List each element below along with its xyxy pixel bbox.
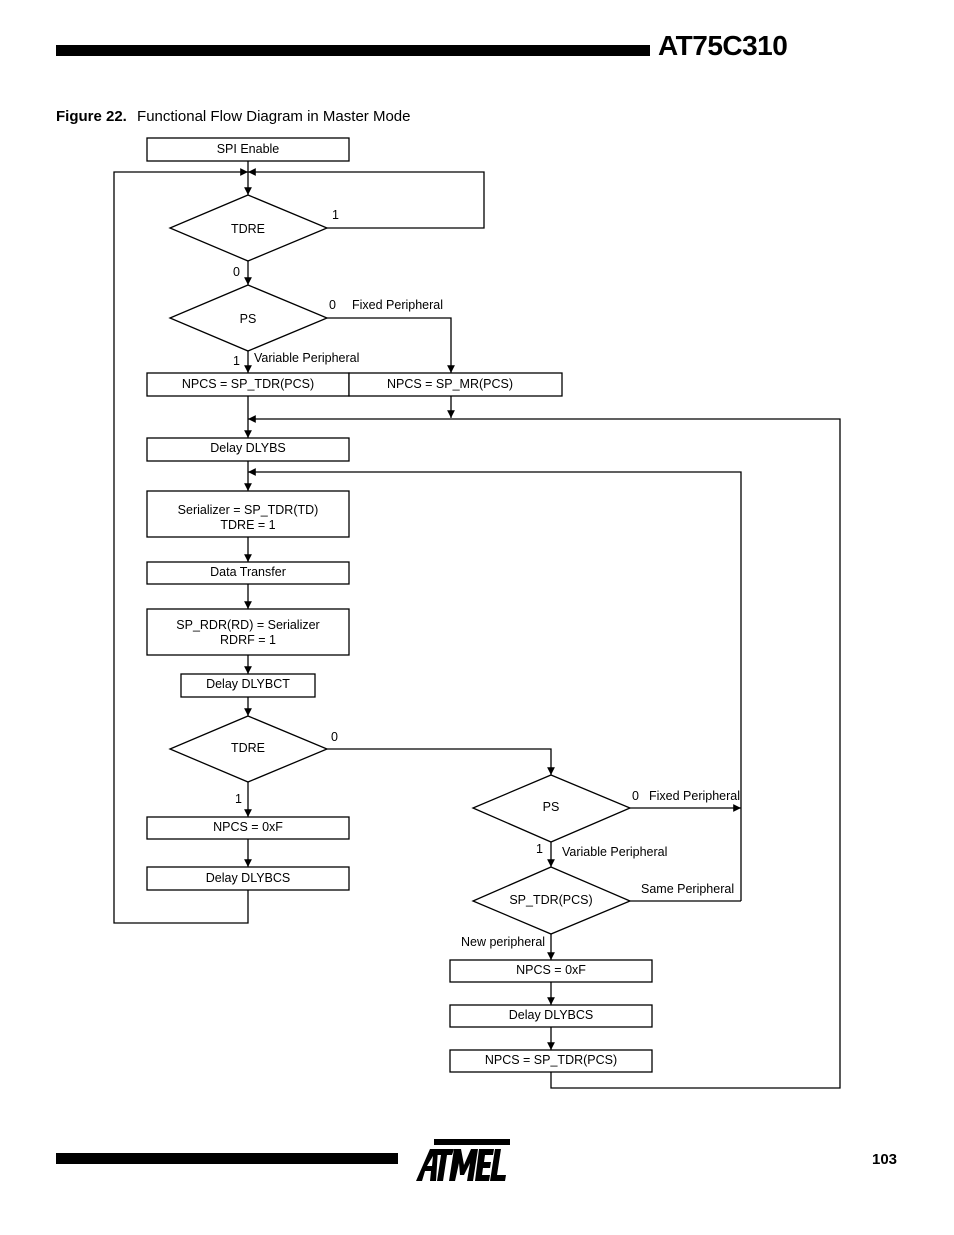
- sp-tdr-pcs-decision: SP_TDR(PCS): [471, 866, 632, 935]
- ps-2-fixed-value: 0: [632, 789, 639, 803]
- npcs-0xf-left-box: NPCS = 0xF: [146, 816, 350, 840]
- connector-line: [327, 748, 555, 775]
- ps-1-fixed-label: Fixed Peripheral: [352, 298, 443, 312]
- ps-decision-2-label: PS: [543, 800, 560, 814]
- delay-dlybs-label: Delay DLYBS: [210, 441, 286, 455]
- ps-decision-1-label: PS: [240, 312, 257, 326]
- sp-tdr-pcs-label: SP_TDR(PCS): [509, 893, 592, 907]
- connector-line: [248, 168, 485, 229]
- connector-line: [248, 415, 841, 1089]
- delay-dlybs-box: Delay DLYBS: [146, 437, 350, 462]
- tdre-decision-2: TDRE: [168, 715, 329, 783]
- atmel-logo: [416, 1139, 510, 1181]
- delay-dlybcs-right-label: Delay DLYBCS: [509, 1008, 594, 1022]
- sp-rdr-line-2: RDRF = 1: [220, 633, 276, 647]
- tdre-decision-1-label: TDRE: [231, 222, 265, 236]
- npcs-0xf-left-label: NPCS = 0xF: [213, 820, 283, 834]
- serializer-line-2: TDRE = 1: [220, 518, 275, 532]
- npcs-sp-tdr-right-box: NPCS = SP_TDR(PCS): [449, 1049, 653, 1073]
- header-rule: [56, 45, 650, 56]
- page-number: 103: [872, 1151, 898, 1168]
- delay-dlybcs-left-label: Delay DLYBCS: [206, 871, 291, 885]
- spi-enable-label: SPI Enable: [217, 142, 280, 156]
- delay-dlybct-box: Delay DLYBCT: [180, 673, 316, 698]
- ps-decision-2: PS: [471, 774, 632, 843]
- tdre-decision-2-label: TDRE: [231, 741, 265, 755]
- serializer-box: Serializer = SP_TDR(TD) TDRE = 1: [146, 490, 350, 538]
- figure-caption: Figure 22. Functional Flow Diagram in Ma…: [56, 108, 410, 125]
- connectors: [113, 161, 841, 1089]
- ps-2-variable-value: 1: [536, 842, 543, 856]
- figure-label: Figure 22.: [56, 108, 127, 125]
- data-transfer-box: Data Transfer: [146, 561, 350, 585]
- tdre-2-zero-label: 0: [331, 730, 338, 744]
- serializer-line-1: Serializer = SP_TDR(TD): [178, 503, 319, 517]
- spi-enable-box: SPI Enable: [146, 137, 350, 162]
- new-peripheral-label: New peripheral: [461, 935, 545, 949]
- connector-line: [327, 317, 455, 373]
- document-title: AT75C310: [658, 30, 788, 61]
- sp-rdr-box: SP_RDR(RD) = Serializer RDRF = 1: [146, 608, 350, 656]
- tdre-1-yes-label: 1: [332, 208, 339, 222]
- ps-decision-1: PS: [168, 284, 329, 352]
- ps-1-variable-label: Variable Peripheral: [254, 351, 359, 365]
- connector-line: [248, 468, 742, 901]
- npcs-sp-mr-label: NPCS = SP_MR(PCS): [387, 377, 513, 391]
- npcs-sp-mr-box: NPCS = SP_MR(PCS): [348, 372, 563, 397]
- delay-dlybcs-right-box: Delay DLYBCS: [449, 1004, 653, 1028]
- tdre-2-one-label: 1: [235, 792, 242, 806]
- npcs-sp-tdr-box: NPCS = SP_TDR(PCS): [146, 372, 350, 397]
- ps-2-variable-label: Variable Peripheral: [562, 845, 667, 859]
- npcs-sp-tdr-label: NPCS = SP_TDR(PCS): [182, 377, 314, 391]
- npcs-0xf-right-label: NPCS = 0xF: [516, 963, 586, 977]
- ps-1-variable-value: 1: [233, 354, 240, 368]
- ps-1-fixed-value: 0: [329, 298, 336, 312]
- same-peripheral-label: Same Peripheral: [641, 882, 734, 896]
- tdre-decision-1: TDRE: [168, 194, 329, 262]
- npcs-0xf-right-box: NPCS = 0xF: [449, 959, 653, 983]
- delay-dlybct-label: Delay DLYBCT: [206, 677, 290, 691]
- npcs-sp-tdr-right-label: NPCS = SP_TDR(PCS): [485, 1053, 617, 1067]
- ps-2-fixed-label: Fixed Peripheral: [649, 789, 740, 803]
- sp-rdr-line-1: SP_RDR(RD) = Serializer: [176, 618, 319, 632]
- figure-title: Functional Flow Diagram in Master Mode: [137, 108, 411, 125]
- footer-rule: [56, 1153, 398, 1164]
- connector-line: [113, 168, 249, 924]
- data-transfer-label: Data Transfer: [210, 565, 286, 579]
- delay-dlybcs-left-box: Delay DLYBCS: [146, 866, 350, 891]
- tdre-1-no-label: 0: [233, 265, 240, 279]
